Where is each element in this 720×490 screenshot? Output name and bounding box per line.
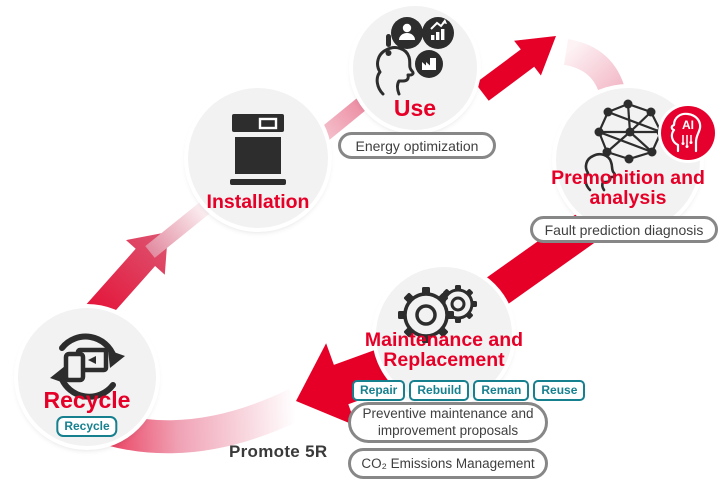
user-icon	[391, 17, 423, 49]
stage-circle-recycle: Recycle Recycle	[18, 308, 156, 446]
stage-circle-use: Use	[353, 6, 477, 130]
ai-badge-icon: AI	[661, 106, 715, 160]
maintenance-tag-row: Repair Rebuild Reman Reuse	[352, 380, 586, 402]
arrow-use-to-premonition	[475, 36, 556, 101]
stage-label-installation: Installation	[206, 190, 310, 213]
pill-co2-management: CO₂ Emissions Management	[348, 448, 548, 479]
stage-label-maintenance: Maintenance and Replacement	[364, 329, 524, 372]
factory-icon	[415, 50, 443, 78]
stage-circle-installation: Installation	[188, 88, 328, 228]
band-into-premonition	[563, 39, 626, 98]
stage-label-premonition: Premonition and analysis	[551, 167, 705, 210]
stage-label-recycle: Recycle	[43, 387, 131, 413]
pill-fault-prediction: Fault prediction diagnosis	[530, 216, 718, 243]
gears-icon	[398, 285, 477, 343]
band-into-installation	[145, 196, 217, 258]
neural-network-icon	[584, 99, 666, 192]
machine-icon	[230, 114, 286, 185]
tag-reman: Reman	[473, 380, 530, 402]
pill-energy-optimization: Energy optimization	[338, 132, 496, 159]
tag-reuse: Reuse	[533, 380, 586, 402]
tag-recycle: Recycle	[56, 416, 118, 438]
person-icon	[584, 152, 617, 192]
recycle-devices-icon	[50, 333, 125, 400]
stage-label-use: Use	[393, 94, 437, 121]
pill-preventive-maintenance: Preventive maintenance and improvement p…	[348, 402, 548, 443]
tag-rebuild: Rebuild	[409, 380, 470, 402]
tag-repair: Repair	[352, 380, 406, 402]
promote-5r-caption: Promote 5R	[229, 442, 328, 461]
growth-chart-icon	[422, 17, 454, 49]
ai-badge-text: AI	[682, 118, 694, 132]
person-alert-icon	[375, 17, 454, 96]
